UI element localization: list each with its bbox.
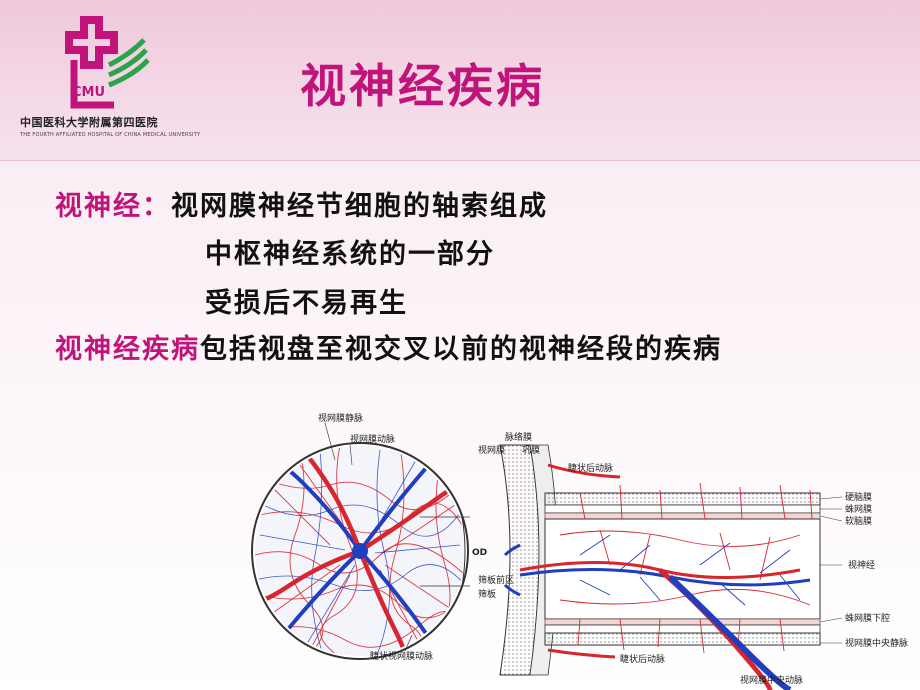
label-prelaminar: 筛板前区 xyxy=(478,574,514,586)
content-line-1: 视神经：视网膜神经节细胞的轴索组成 xyxy=(55,184,548,223)
content-line-3: 受损后不易再生 xyxy=(205,288,408,319)
label-retina: 视网膜 xyxy=(478,444,505,456)
label-central-retinal-vein: 视网膜中央静脉 xyxy=(845,637,908,649)
term-optic-nerve-disease: 视神经疾病 xyxy=(55,334,200,365)
content-line-2: 中枢神经系统的一部分 xyxy=(205,239,495,270)
label-retinal-artery: 视网膜动脉 xyxy=(350,433,395,445)
line4-text: 包括视盘至视交叉以前的视神经段的疾病 xyxy=(200,334,722,365)
label-cilioretinal-artery: 睫状视网膜动脉 xyxy=(370,650,433,662)
header-banner: CMU 中国医科大学附属第四医院 THE FOURTH AFFILIATED H… xyxy=(0,0,920,161)
term-optic-nerve: 视神经： xyxy=(55,191,171,222)
hospital-name-cn: 中国医科大学附属第四医院 xyxy=(20,116,158,129)
label-retinal-vein: 视网膜静脉 xyxy=(318,412,363,424)
optic-nerve-section-illustration: 脉络膜 视网膜 巩膜 睫状后动脉 筛板前区 筛板 硬脑膜 蛛网膜 软脑膜 视神经… xyxy=(478,431,908,690)
line1-text: 视网膜神经节细胞的轴索组成 xyxy=(171,191,548,222)
logo-mark-text: CMU xyxy=(72,85,105,100)
optic-nerve-vascular-figure: 视网膜静脉 视网膜动脉 OD 睫状视网膜动脉 xyxy=(251,412,908,690)
hospital-logo-icon: CMU xyxy=(65,16,150,109)
label-pia: 软脑膜 xyxy=(845,515,872,527)
label-posterior-ciliary-artery-bottom: 睫状后动脉 xyxy=(620,653,665,665)
label-dura: 硬脑膜 xyxy=(845,491,872,503)
optic-disc-illustration: 视网膜静脉 视网膜动脉 OD 睫状视网膜动脉 xyxy=(251,412,487,662)
label-optic-nerve: 视神经 xyxy=(848,559,875,571)
label-arachnoid: 蛛网膜 xyxy=(845,503,872,515)
label-od: OD xyxy=(472,548,487,558)
label-central-retinal-artery: 视网膜中央动脉 xyxy=(740,674,803,686)
label-choroid: 脉络膜 xyxy=(505,431,532,443)
page-title: 视神经疾病 xyxy=(300,59,545,113)
label-posterior-ciliary-artery-top: 睫状后动脉 xyxy=(568,462,613,474)
content-line-4: 视神经疾病包括视盘至视交叉以前的视神经段的疾病 xyxy=(55,327,722,366)
label-subarachnoid: 蛛网膜下腔 xyxy=(845,612,890,624)
hospital-logo: CMU 中国医科大学附属第四医院 THE FOURTH AFFILIATED H… xyxy=(20,10,200,150)
hospital-name-en: THE FOURTH AFFILIATED HOSPITAL OF CHINA … xyxy=(20,132,201,138)
label-lamina: 筛板 xyxy=(478,588,496,600)
label-sclera: 巩膜 xyxy=(522,445,540,456)
